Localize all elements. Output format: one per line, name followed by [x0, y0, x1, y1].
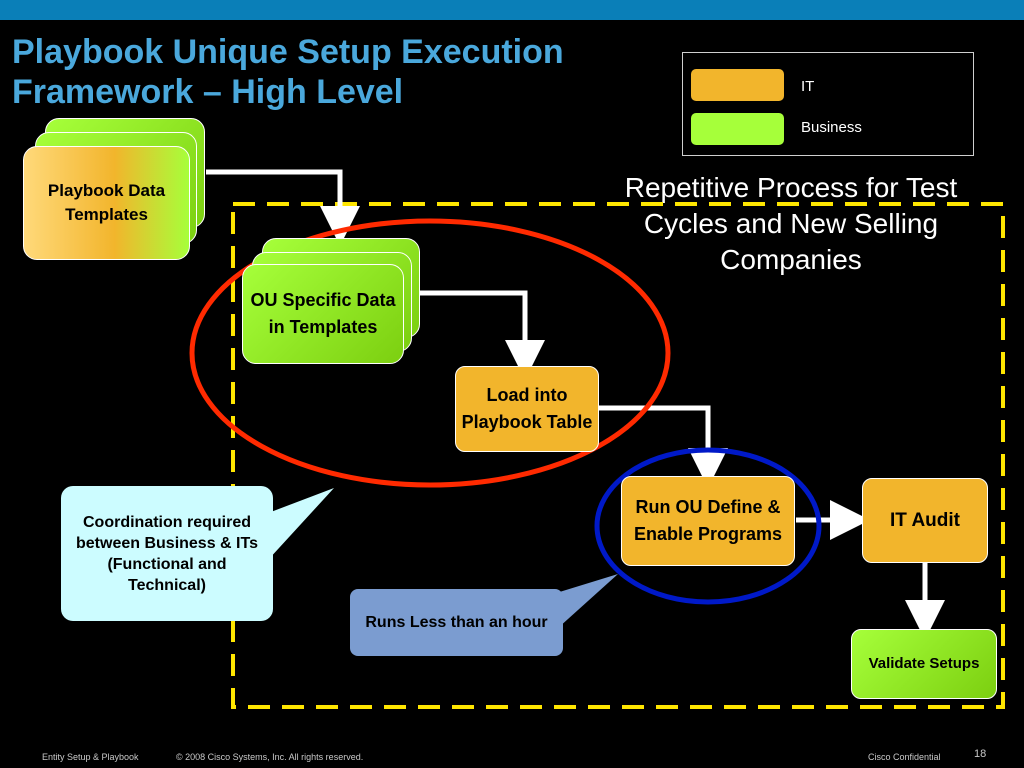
footer-page-number: 18 [974, 748, 987, 760]
run-ou-programs-label: Run OU Define & Enable Programs [633, 497, 783, 544]
legend: IT Business [682, 52, 974, 156]
validate-setups-node: Validate Setups [851, 629, 997, 699]
repetitive-process-region [231, 202, 1005, 709]
red-highlight-ellipse [189, 218, 671, 488]
validate-setups-label: Validate Setups [868, 655, 980, 672]
top-bar [0, 0, 1024, 20]
ou-specific-data-node: OU Specific Data in Templates [242, 264, 404, 364]
legend-it-label: IT [801, 78, 815, 95]
legend-business-swatch [691, 113, 784, 145]
arrow-ou-to-load [420, 290, 545, 380]
arrow-templates-to-ou [206, 169, 360, 246]
legend-it-swatch [691, 69, 784, 101]
footer-deck-name: Entity Setup & Playbook [42, 752, 139, 762]
repetitive-process-note: Repetitive Process for Test Cycles and N… [624, 172, 958, 275]
blue-highlight-ellipse [594, 447, 822, 605]
ou-specific-data-label: OU Specific Data in Templates [250, 290, 396, 337]
footer-confidential: Cisco Confidential [868, 752, 941, 762]
load-playbook-table-label: Load into Playbook Table [461, 385, 593, 432]
coordination-callout: Coordination required between Business &… [61, 486, 273, 621]
runs-less-callout-text: Runs Less than an hour [365, 613, 548, 631]
footer-copyright: © 2008 Cisco Systems, Inc. All rights re… [176, 752, 364, 762]
playbook-data-templates-node: Playbook Data Templates [23, 146, 190, 260]
it-audit-node: IT Audit [862, 478, 988, 563]
runs-less-callout: Runs Less than an hour [350, 589, 563, 656]
coordination-callout-text: Coordination required between Business &… [76, 513, 258, 594]
legend-business-label: Business [801, 119, 862, 136]
slide-title: Playbook Unique Setup Execution Framewor… [12, 33, 564, 111]
coordination-callout-pointer [255, 488, 334, 560]
it-audit-label: IT Audit [890, 509, 960, 531]
playbook-data-templates-label: Playbook Data Templates [47, 181, 166, 224]
load-playbook-table-node: Load into Playbook Table [455, 366, 599, 452]
run-ou-programs-node: Run OU Define & Enable Programs [621, 476, 795, 566]
